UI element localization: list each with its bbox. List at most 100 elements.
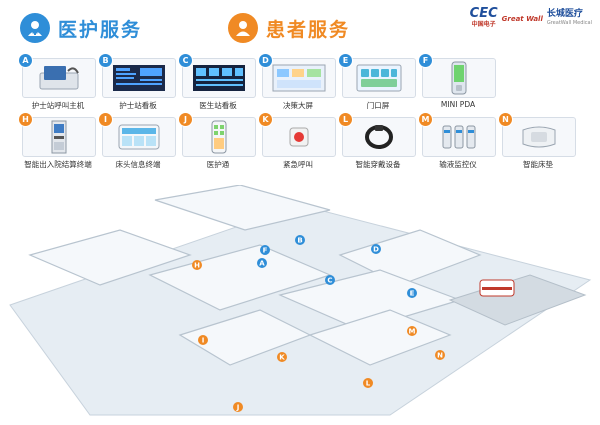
device-label: 智能穿戴设备 xyxy=(355,160,401,169)
device-card[interactable]: E 门口屏 xyxy=(339,54,416,111)
map-marker-b-dot xyxy=(295,235,305,245)
device-letter-badge: K xyxy=(259,113,272,126)
device-label: 决策大屏 xyxy=(283,101,313,110)
room-bottom-mid xyxy=(308,309,452,366)
device-card[interactable]: J 医护通 xyxy=(179,113,256,170)
map-marker-m-dot xyxy=(407,326,417,336)
device-letter-badge: A xyxy=(19,54,32,67)
greatwall-medical-logo-sub: GreatWall Medical xyxy=(546,20,592,26)
device-card[interactable]: C 医生站看板 xyxy=(179,54,256,111)
map-marker-j[interactable]: J xyxy=(233,402,243,412)
map-marker-n-dot xyxy=(435,350,445,360)
map-marker-m[interactable]: M xyxy=(407,326,417,336)
map-marker-b[interactable]: B xyxy=(295,235,305,245)
map-marker-d-letter: D xyxy=(373,246,379,254)
brand-logo: CEC 中国电子 Great Wall 长城医疗 GreatWall Medic… xyxy=(469,6,592,30)
device-image: H xyxy=(19,113,96,157)
map-marker-h[interactable]: H xyxy=(192,260,202,270)
device-card[interactable]: N 智能床垫 xyxy=(499,113,576,170)
map-marker-m-letter: M xyxy=(409,328,416,336)
medical-phone-icon xyxy=(211,120,227,154)
device-letter-badge: E xyxy=(339,54,352,67)
device-card[interactable]: H 智能出入院结算终端 xyxy=(19,113,96,170)
device-image: D xyxy=(259,54,336,98)
nurse-call-host-icon xyxy=(39,66,79,90)
mini-pda-icon xyxy=(451,61,467,95)
greatwall-medical-logo: 长城医疗 GreatWall Medical xyxy=(547,10,592,28)
map-marker-l-letter: L xyxy=(366,380,371,388)
device-catalog: A 护士站呼叫主机 B 护士站看板 C 医生站看板 D 决策大屏 xyxy=(19,54,582,176)
wearable-band-icon xyxy=(365,125,393,149)
room-left xyxy=(28,229,192,286)
device-row-medical: A 护士站呼叫主机 B 护士站看板 C 医生站看板 D 决策大屏 xyxy=(19,54,582,111)
cec-logo-text: CEC xyxy=(469,6,498,21)
device-image: B xyxy=(99,54,176,98)
map-marker-f-letter: F xyxy=(263,247,268,255)
map-marker-c-dot xyxy=(325,275,335,285)
device-card[interactable]: L 智能穿戴设备 xyxy=(339,113,416,170)
map-marker-i[interactable]: I xyxy=(198,335,208,345)
door-screen-icon xyxy=(356,64,402,92)
map-marker-k-letter: K xyxy=(279,354,285,362)
cec-logo-sub: 中国电子 xyxy=(471,21,496,28)
map-marker-j-dot xyxy=(233,402,243,412)
parking-area xyxy=(448,274,587,326)
map-markers: A B C D E F H I J K L M N xyxy=(192,235,445,412)
device-letter-badge: M xyxy=(419,113,432,126)
greatwall-medical-logo-text: 长城医疗 xyxy=(546,9,583,19)
device-image: I xyxy=(99,113,176,157)
patient-service-title: 患者服务 xyxy=(266,18,351,41)
map-marker-h-dot xyxy=(192,260,202,270)
map-marker-e[interactable]: E xyxy=(407,288,417,298)
emergency-button-icon xyxy=(289,127,309,147)
map-marker-f-dot xyxy=(260,245,270,255)
device-letter-badge: C xyxy=(179,54,192,67)
device-letter-badge: H xyxy=(19,113,32,126)
device-label: 护士站呼叫主机 xyxy=(31,101,85,110)
device-label: 门口屏 xyxy=(366,101,390,110)
device-image: A xyxy=(19,54,96,98)
map-marker-k[interactable]: K xyxy=(277,352,287,362)
device-label: 输液监控仪 xyxy=(439,160,477,169)
map-marker-l[interactable]: L xyxy=(363,378,373,388)
map-marker-c[interactable]: C xyxy=(325,275,335,285)
device-card[interactable]: K 紧急呼叫 xyxy=(259,113,336,170)
device-card[interactable]: I 床头信息终端 xyxy=(99,113,176,170)
patient-service-header: 患者服务 xyxy=(228,8,350,48)
device-card[interactable]: F MINI PDA xyxy=(419,54,496,111)
device-row-patient: H 智能出入院结算终端 I 床头信息终端 J 医护通 K 紧急呼叫 xyxy=(19,113,582,170)
device-card[interactable]: D 决策大屏 xyxy=(259,54,336,111)
map-marker-c-letter: C xyxy=(327,277,332,285)
map-marker-e-letter: E xyxy=(410,290,415,298)
device-card[interactable]: B 护士站看板 xyxy=(99,54,176,111)
map-marker-a[interactable]: A xyxy=(257,258,267,268)
device-letter-badge: D xyxy=(259,54,272,67)
device-label: MINI PDA xyxy=(440,100,476,109)
device-image: C xyxy=(179,54,256,98)
device-card[interactable]: A 护士站呼叫主机 xyxy=(19,54,96,111)
device-image: J xyxy=(179,113,256,157)
device-card[interactable]: M 输液监控仪 xyxy=(419,113,496,170)
infusion-monitor-icon xyxy=(442,125,476,149)
device-label: 医护通 xyxy=(206,160,230,169)
map-marker-k-dot xyxy=(277,352,287,362)
device-letter-badge: I xyxy=(99,113,112,126)
map-marker-e-dot xyxy=(407,288,417,298)
map-marker-f[interactable]: F xyxy=(260,245,270,255)
device-label: 护士站看板 xyxy=(119,101,157,110)
decision-screen-icon xyxy=(272,64,326,92)
map-marker-a-dot xyxy=(257,258,267,268)
map-marker-n-letter: N xyxy=(437,352,443,360)
map-marker-d[interactable]: D xyxy=(371,244,381,254)
map-marker-j-letter: J xyxy=(236,404,240,412)
map-marker-d-dot xyxy=(371,244,381,254)
device-label: 智能出入院结算终端 xyxy=(24,160,92,169)
rooms xyxy=(28,185,482,366)
medical-service-title: 医护服务 xyxy=(58,18,143,41)
ambulance-stripe xyxy=(482,287,512,290)
doctor-station-board-icon xyxy=(193,65,245,91)
greatwall-logo-text: Great Wall xyxy=(501,15,543,23)
map-marker-n[interactable]: N xyxy=(435,350,445,360)
device-image: E xyxy=(339,54,416,98)
device-label: 床头信息终端 xyxy=(115,160,161,169)
